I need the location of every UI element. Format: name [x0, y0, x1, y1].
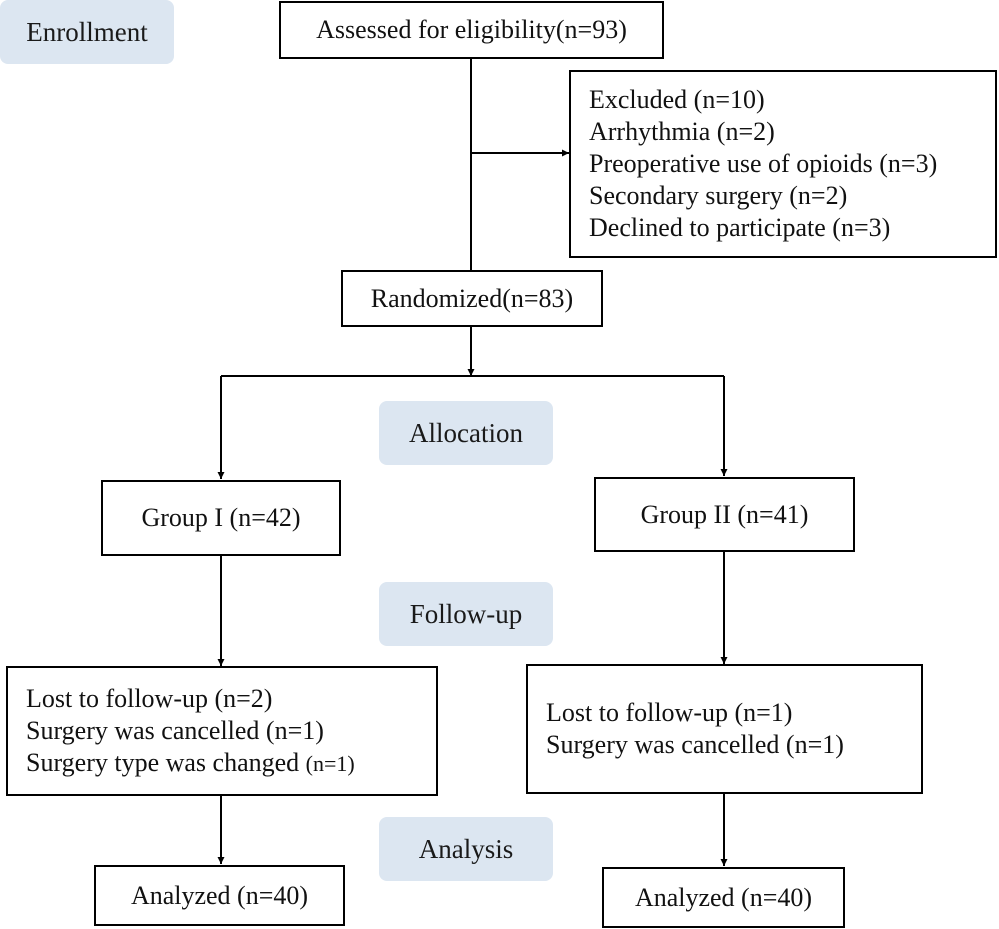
- group1-followup-box: Lost to follow-up (n=2) Surgery was canc…: [6, 666, 438, 796]
- group2-loss: Surgery was cancelled (n=1): [546, 730, 844, 759]
- randomized-text: Randomized(n=83): [370, 283, 574, 313]
- group1-loss-changed-text: Surgery type was changed: [26, 747, 300, 777]
- stage-enrollment-text: Enrollment: [26, 16, 148, 47]
- group1-loss-changed-count: (n=1): [305, 750, 355, 776]
- group1-analyzed-box: Analyzed (n=40): [94, 865, 345, 926]
- excluded-reason: Arrhythmia (n=2): [589, 117, 775, 146]
- excluded-reason: Preoperative use of opioids (n=3): [589, 149, 938, 178]
- group1-label: Group I (n=42): [141, 503, 301, 532]
- stage-analysis: Analysis: [379, 817, 553, 881]
- stage-enrollment: Enrollment: [0, 0, 174, 64]
- stage-follow-up: Follow-up: [379, 582, 553, 646]
- stage-allocation-text: Allocation: [409, 417, 523, 448]
- excluded-title: Excluded (n=10): [589, 85, 765, 114]
- group2-box: Group II (n=41): [594, 477, 855, 552]
- group1-box: Group I (n=42): [101, 480, 341, 556]
- stage-allocation: Allocation: [379, 401, 553, 465]
- randomized-box: Randomized(n=83): [341, 270, 603, 327]
- group1-analyzed-text: Analyzed (n=40): [130, 880, 309, 910]
- stage-analysis-text: Analysis: [418, 833, 514, 864]
- group1-loss: Surgery was cancelled (n=1): [26, 715, 324, 745]
- excluded-reason: Declined to participate (n=3): [589, 213, 891, 242]
- assessed-text: Assessed for eligibility(n=93): [316, 15, 627, 44]
- assessed-box: Assessed for eligibility(n=93): [279, 1, 664, 59]
- group2-label: Group II (n=41): [640, 499, 809, 529]
- group2-followup-box: Lost to follow-up (n=1) Surgery was canc…: [526, 664, 923, 794]
- group2-analyzed-text: Analyzed (n=40): [634, 882, 813, 912]
- group2-loss: Lost to follow-up (n=1): [546, 698, 793, 727]
- group1-loss-changed: Surgery type was changed (n=1): [26, 747, 436, 780]
- group2-analyzed-box: Analyzed (n=40): [602, 867, 845, 928]
- excluded-box: Excluded (n=10) Arrhythmia (n=2) Preoper…: [569, 70, 997, 258]
- stage-follow-up-text: Follow-up: [409, 598, 523, 629]
- excluded-reason: Secondary surgery (n=2): [589, 181, 848, 210]
- group1-loss: Lost to follow-up (n=2): [26, 683, 273, 713]
